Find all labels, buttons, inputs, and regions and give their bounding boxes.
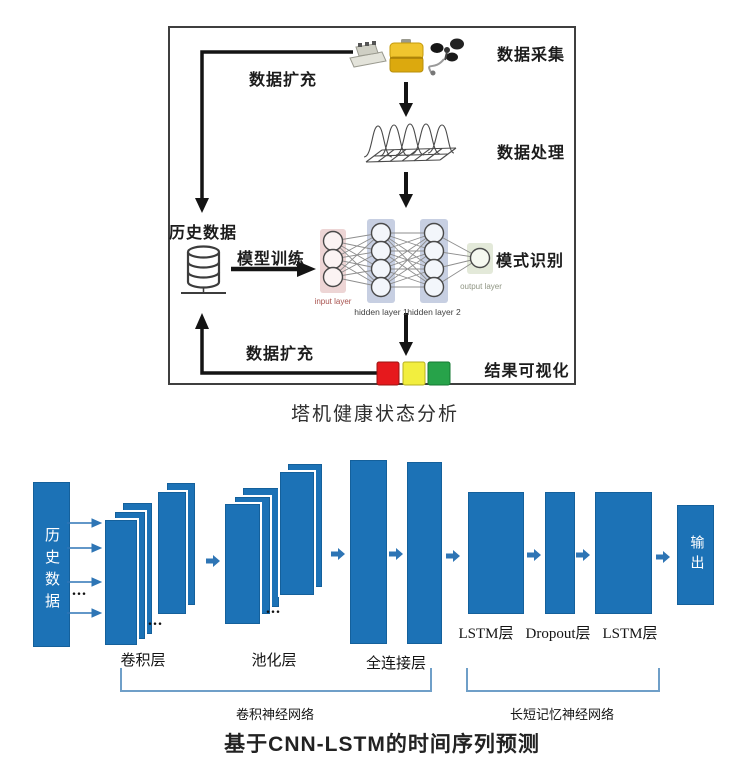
augment-loop-top-arrow xyxy=(195,50,353,213)
input-ellipsis: ... xyxy=(72,582,87,599)
label-data-augment-top: 数据扩充 xyxy=(248,72,318,89)
label-model-training: 模型训练 xyxy=(236,251,306,268)
label-data-process: 数据处理 xyxy=(496,145,566,162)
label-cnn-group: 卷积神经网络 xyxy=(235,707,315,722)
status-green-square xyxy=(427,361,451,386)
status-red-square xyxy=(376,361,400,386)
diagram-frame xyxy=(168,26,576,385)
conv-ellipsis: ... xyxy=(148,612,163,629)
bottom-diagram-arrows xyxy=(67,518,670,618)
lstm-group-brace xyxy=(466,668,660,692)
fc-layer-bar xyxy=(350,460,387,644)
label-lstm-group: 长短记忆神经网络 xyxy=(509,707,615,722)
label-data-augment-bottom: 数据扩充 xyxy=(245,346,315,363)
augment-loop-bottom-arrow xyxy=(195,313,377,375)
label-pattern-recognition: 模式识别 xyxy=(495,253,565,270)
label-lstm2-layer: LSTM层 xyxy=(602,626,658,642)
fc-layer-bar xyxy=(407,462,442,644)
label-lstm1-layer: LSTM层 xyxy=(458,626,514,642)
layer-flow-arrows xyxy=(206,548,670,567)
label-pool-layer: 池化层 xyxy=(251,653,297,669)
model-training-arrow xyxy=(231,261,316,277)
conv-feature-map xyxy=(105,520,137,645)
neural-network xyxy=(320,219,493,303)
output-bar-label: 输出 xyxy=(688,535,704,575)
pool-feature-map xyxy=(280,472,314,595)
label-data-collect: 数据采集 xyxy=(496,47,566,64)
flow-arrow-process-to-recognize xyxy=(399,172,413,208)
label-result-visualization: 结果可视化 xyxy=(484,363,570,380)
lstm2-layer-bar xyxy=(595,492,652,614)
bottom-diagram-caption: 基于CNN-LSTM的时间序列预测 xyxy=(224,733,540,756)
status-yellow-square xyxy=(402,361,426,386)
label-nn-hidden-layer-1: hidden layer 1 xyxy=(354,307,408,317)
history-data-bar: 历史数据 xyxy=(33,482,70,647)
status-squares-icon xyxy=(376,361,451,386)
history-data-bar-label: 历史数据 xyxy=(43,526,59,615)
database-icon xyxy=(181,245,226,294)
dropout-layer-bar xyxy=(545,492,575,614)
nn-nodes xyxy=(322,222,491,298)
label-conv-layer: 卷积层 xyxy=(120,653,166,669)
pool-feature-map xyxy=(225,504,260,624)
output-bar: 输出 xyxy=(677,505,714,605)
label-dropout-layer: Dropout层 xyxy=(525,626,591,642)
flow-arrow-recognize-to-visualize xyxy=(399,313,413,356)
lstm1-layer-bar xyxy=(468,492,524,614)
signal-surface-plot-icon xyxy=(363,123,457,163)
cnn-lstm-diagram: 历史数据 输出 ... ... xyxy=(0,440,753,768)
vibration-sensor-icon xyxy=(349,41,387,68)
crane-health-analysis-diagram: 数据采集 数据处理 模式识别 结果可视化 数据扩充 历史数据 模型训练 数据扩充… xyxy=(168,26,576,425)
data-logger-icon xyxy=(389,39,424,73)
top-diagram-caption: 塔机健康状态分析 xyxy=(290,404,460,425)
conv-feature-map xyxy=(158,492,186,614)
cnn-group-brace xyxy=(120,668,432,692)
label-nn-hidden-layer-2: hidden layer 2 xyxy=(407,307,461,317)
flow-arrow-collect-to-process xyxy=(399,82,413,117)
label-fc-layer: 全连接层 xyxy=(365,656,427,672)
label-nn-input-layer: input layer xyxy=(314,297,352,306)
pool-ellipsis: ... xyxy=(266,600,281,617)
label-nn-output-layer: output layer xyxy=(460,282,502,291)
input-fanout-arrows xyxy=(67,518,103,618)
label-history-data: 历史数据 xyxy=(168,225,238,242)
top-diagram-art xyxy=(181,38,493,386)
anemometer-icon xyxy=(428,38,464,76)
nn-connections xyxy=(332,232,481,288)
